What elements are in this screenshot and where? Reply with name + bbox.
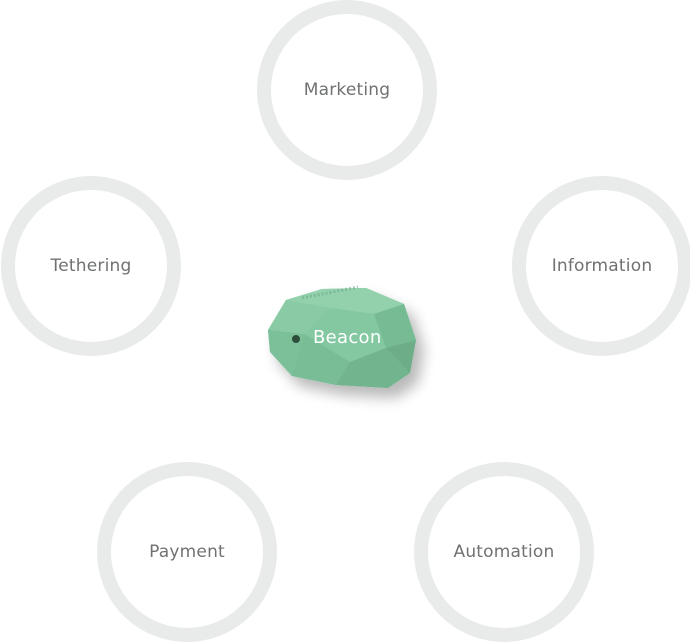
beacon-stone-icon <box>268 285 416 388</box>
node-automation: Automation <box>414 462 594 642</box>
node-payment: Payment <box>97 462 277 642</box>
node-marketing: Marketing <box>257 0 437 180</box>
beacon-device: Beacon <box>258 278 438 408</box>
node-label-information: Information <box>551 256 653 276</box>
node-information: Information <box>512 176 690 356</box>
node-tethering: Tethering <box>1 176 181 356</box>
node-label-marketing: Marketing <box>303 80 391 100</box>
beacon-label: Beacon <box>313 327 382 348</box>
node-label-tethering: Tethering <box>50 256 132 276</box>
node-label-payment: Payment <box>149 542 225 562</box>
node-label-automation: Automation <box>453 542 555 562</box>
